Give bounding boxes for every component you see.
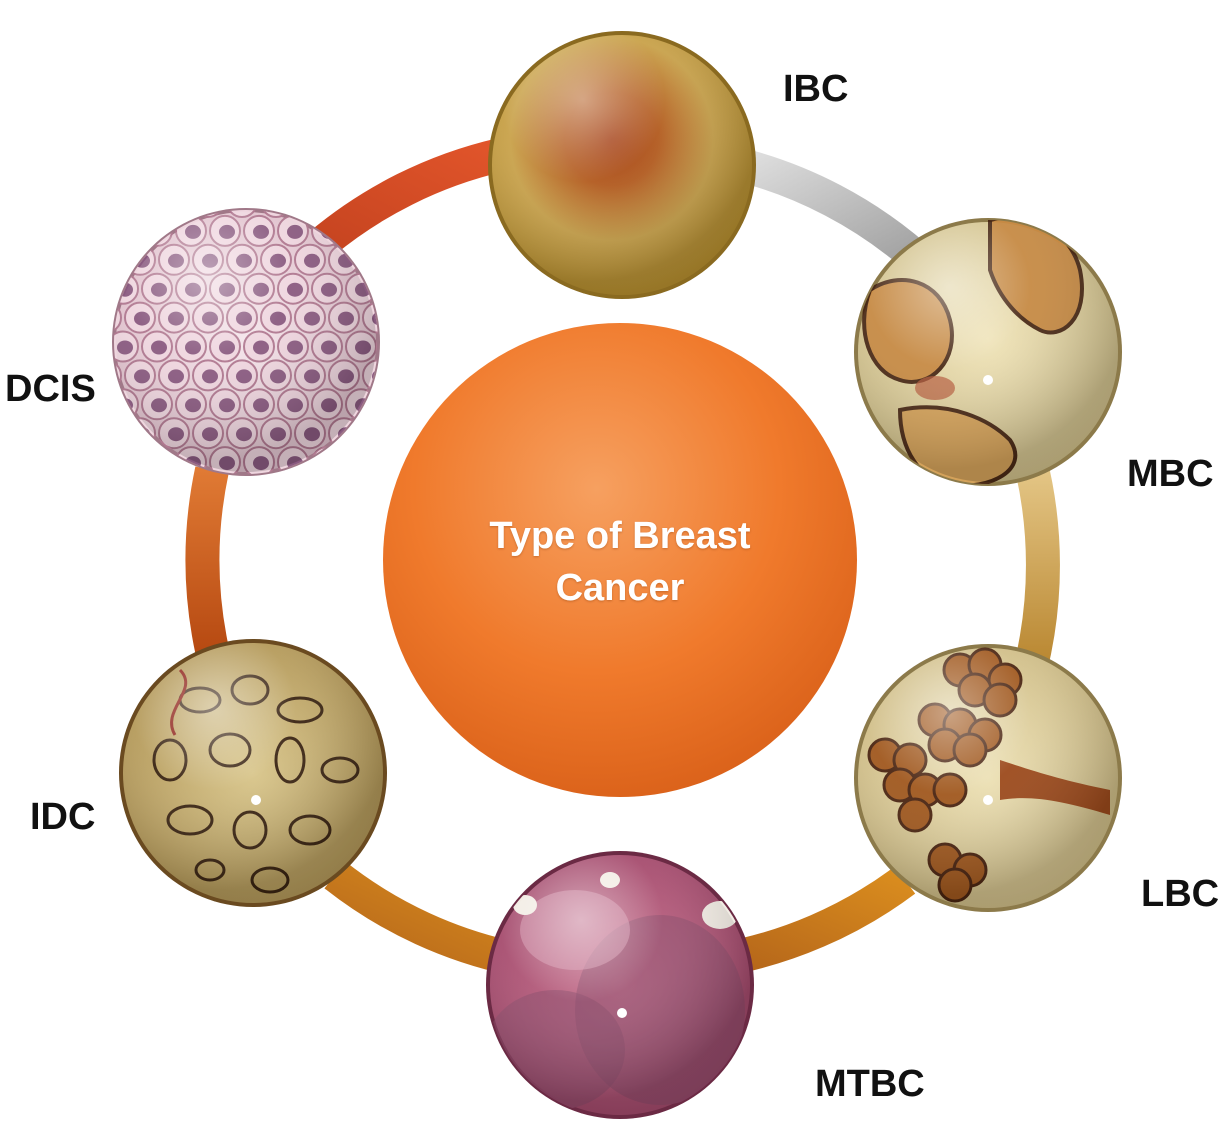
ring-segment-idc-dcis bbox=[185, 466, 229, 654]
center-title-line-2: Cancer bbox=[555, 567, 685, 609]
center-title: Type of Breast Cancer bbox=[470, 510, 770, 614]
node-lbc bbox=[854, 644, 1122, 912]
center-title-line-1: Type of Breast bbox=[489, 515, 751, 557]
node-mtbc bbox=[486, 851, 754, 1119]
label-dcis: DCIS bbox=[5, 368, 96, 410]
node-idc bbox=[119, 639, 387, 907]
ring-segment-mbc-lbc bbox=[1013, 455, 1060, 675]
label-mtbc: MTBC bbox=[815, 1063, 925, 1105]
label-lbc: LBC bbox=[1141, 873, 1220, 915]
label-mbc: MBC bbox=[1127, 453, 1214, 495]
center-circle bbox=[383, 323, 857, 797]
label-ibc: IBC bbox=[783, 68, 849, 110]
node-ibc bbox=[488, 31, 756, 299]
node-mbc bbox=[854, 218, 1122, 486]
label-idc: IDC bbox=[30, 796, 96, 838]
ring-segment-dcis-ibc bbox=[309, 138, 504, 259]
